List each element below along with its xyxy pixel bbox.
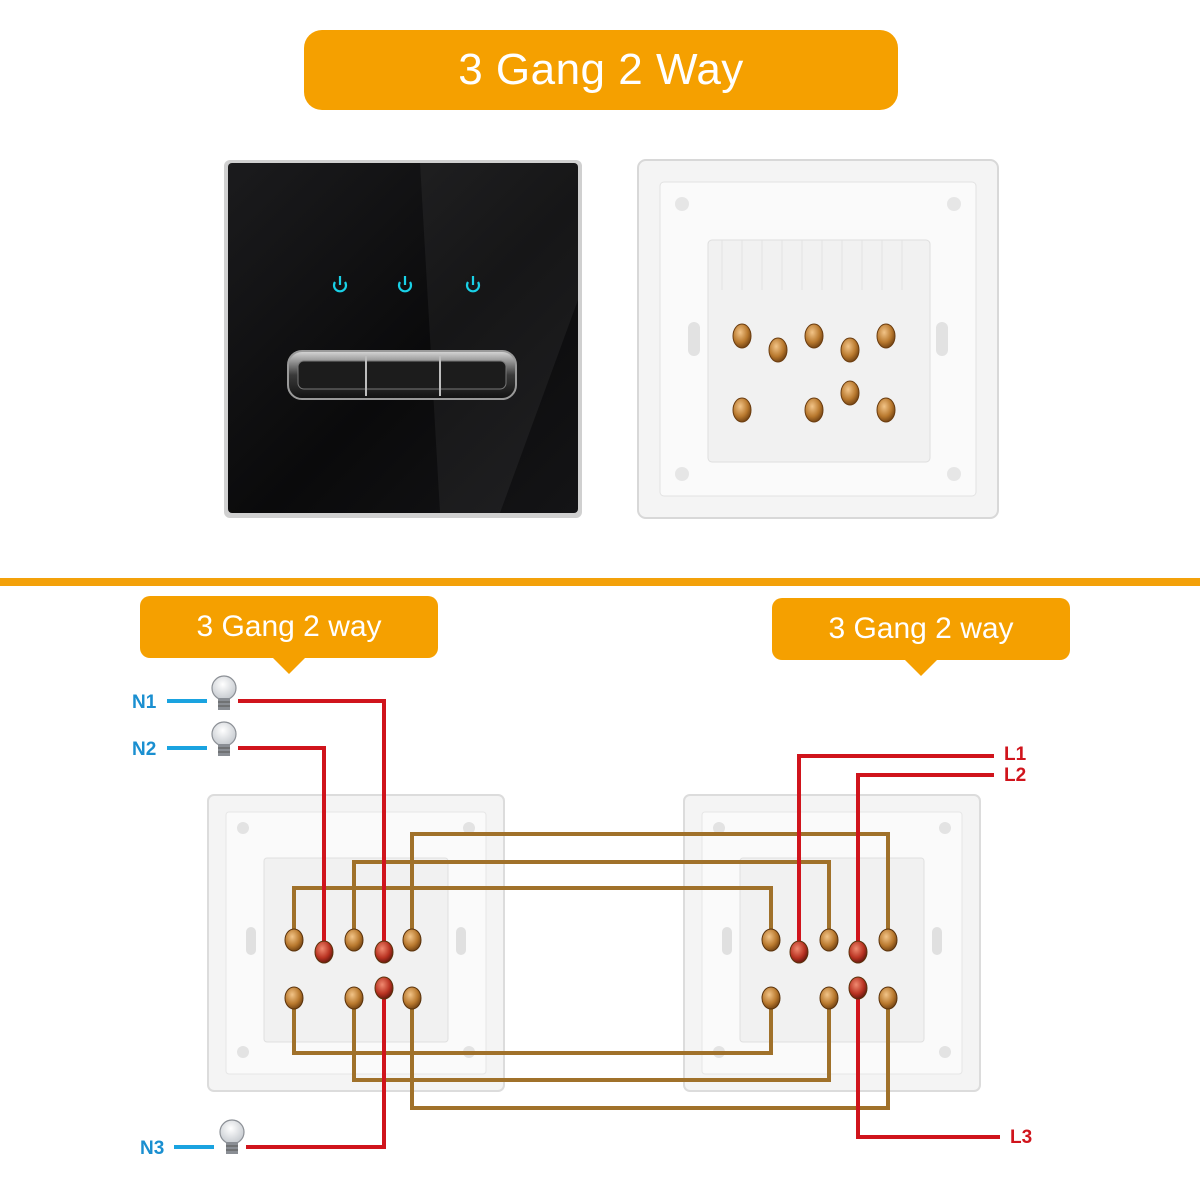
light-bulb-icon <box>219 1119 245 1154</box>
light-bulb-icon <box>211 721 237 756</box>
right-switch-callout: 3 Gang 2 way <box>772 598 1070 676</box>
live-label-l2: L2 <box>1004 765 1026 786</box>
left-panel-terminals <box>284 928 422 1010</box>
right-callout-label: 3 Gang 2 way <box>828 612 1014 645</box>
power-icon <box>397 276 413 293</box>
power-icon <box>332 276 348 293</box>
live-label-l3: L3 <box>1010 1127 1032 1148</box>
neutral-label-n1: N1 <box>132 692 157 713</box>
switch-back-panel <box>637 159 999 519</box>
left-callout-label: 3 Gang 2 way <box>196 610 382 643</box>
page-title: 3 Gang 2 Way <box>458 45 744 94</box>
neutral-wires <box>167 699 214 1149</box>
left-switch-callout: 3 Gang 2 way <box>140 596 438 674</box>
right-panel-terminals <box>761 928 898 1010</box>
neutral-label-n2: N2 <box>132 739 156 760</box>
switch-front-panel <box>224 160 582 518</box>
neutral-label-n3: N3 <box>140 1138 164 1159</box>
light-bulb-icon <box>211 675 237 710</box>
title-banner: 3 Gang 2 Way <box>304 30 898 110</box>
live-wires <box>238 699 1000 1149</box>
traveller-wires <box>292 832 890 1110</box>
power-icon <box>465 276 481 293</box>
live-label-l1: L1 <box>1004 744 1027 765</box>
section-divider <box>0 578 1200 586</box>
